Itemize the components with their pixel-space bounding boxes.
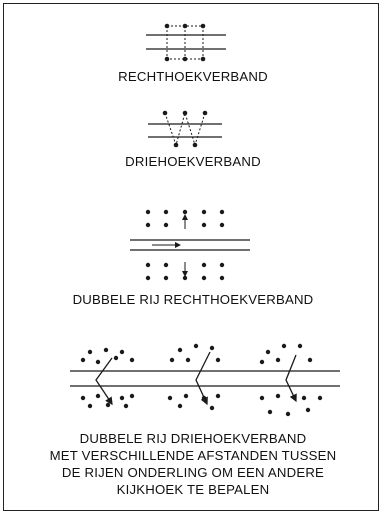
view-angle-arrow: [95, 357, 113, 406]
tree-dot: [87, 403, 93, 409]
tree-dot: [164, 23, 170, 29]
tree-dot: [164, 56, 170, 62]
tree-dot: [200, 23, 206, 29]
tree-dot: [177, 403, 183, 409]
tree-dot: [259, 359, 265, 365]
tree-dot: [119, 349, 125, 355]
tree-dot: [177, 347, 183, 353]
tree-dot: [201, 262, 207, 268]
tree-dot: [307, 357, 313, 363]
tree-dot: [192, 142, 198, 148]
tree-dot: [215, 393, 221, 399]
caption-double-triangle-line-4: KIJKHOEK TE BEPALEN: [116, 482, 270, 497]
caption-double-triangle-line-2: MET VERSCHILLENDE AFSTANDEN TUSSEN: [49, 448, 337, 463]
rectangle-pattern: [146, 23, 226, 62]
tree-dots: [80, 343, 323, 417]
tree-dot: [119, 395, 125, 401]
tree-dot: [182, 23, 188, 29]
tree-dot: [80, 357, 86, 363]
dashed-zigzag: [164, 111, 206, 147]
tree-dot: [259, 395, 265, 401]
tree-dot: [193, 343, 199, 349]
tree-dot: [163, 222, 169, 228]
caption-rectangle-pattern: RECHTHOEKVERBAND: [118, 69, 268, 84]
triangle-pattern: [148, 110, 222, 148]
tree-dot: [162, 110, 168, 116]
caption-triangle-pattern: DRIEHOEKVERBAND: [125, 154, 261, 169]
tree-dot: [275, 393, 281, 399]
tree-dot: [182, 56, 188, 62]
tree-dot: [275, 357, 281, 363]
tree-dot: [265, 349, 271, 355]
tree-dot: [201, 395, 207, 401]
tree-dot: [145, 262, 151, 268]
tree-dot: [113, 355, 119, 361]
tree-dot: [267, 409, 273, 415]
tree-dot: [145, 222, 151, 228]
tree-dot: [95, 393, 101, 399]
tree-dot: [201, 222, 207, 228]
tree-dot: [87, 349, 93, 355]
tree-dot: [182, 275, 188, 281]
caption-double-rectangle-pattern: DUBBELE RIJ RECHTHOEKVERBAND: [72, 292, 314, 307]
tree-dot: [80, 395, 86, 401]
tree-dot: [163, 275, 169, 281]
tree-dot: [200, 56, 206, 62]
caption-double-triangle-line-3: DE RIJEN ONDERLING OM EEN ANDERE: [61, 465, 325, 480]
tree-dot: [219, 275, 225, 281]
tree-dot: [129, 393, 135, 399]
tree-dot: [123, 403, 129, 409]
tree-dot: [163, 262, 169, 268]
tree-dot: [182, 110, 188, 116]
tree-dot: [209, 405, 215, 411]
double-triangle-pattern: [70, 343, 340, 417]
tree-dot: [285, 411, 291, 417]
tree-dot: [281, 343, 287, 349]
tree-dot: [219, 222, 225, 228]
tree-dot: [201, 275, 207, 281]
tree-dot: [182, 209, 188, 215]
double-rectangle-pattern: [130, 209, 250, 281]
tree-dot: [301, 395, 307, 401]
tree-dot: [297, 343, 303, 349]
tree-dots: [145, 209, 225, 281]
tree-dot: [219, 209, 225, 215]
tree-dot: [305, 407, 311, 413]
tree-dot: [202, 110, 208, 116]
view-angle-arrow: [285, 354, 297, 403]
tree-dot: [169, 357, 175, 363]
tree-dot: [95, 359, 101, 365]
tree-dot: [103, 347, 109, 353]
tree-dot: [219, 262, 225, 268]
tree-dot: [145, 275, 151, 281]
tree-dot: [215, 357, 221, 363]
figure-border: [3, 3, 379, 511]
tree-dot: [105, 402, 111, 408]
tree-dot: [145, 209, 151, 215]
caption-double-triangle-line-1: DUBBELE RIJ DRIEHOEKVERBAND: [79, 431, 307, 446]
tree-dot: [183, 393, 189, 399]
tree-dot: [201, 209, 207, 215]
tree-dot: [167, 395, 173, 401]
tree-dot: [317, 395, 323, 401]
tree-dot: [163, 209, 169, 215]
tree-dot: [185, 357, 191, 363]
tree-dot: [209, 345, 215, 351]
tree-dot: [173, 142, 179, 148]
tree-dot: [129, 357, 135, 363]
